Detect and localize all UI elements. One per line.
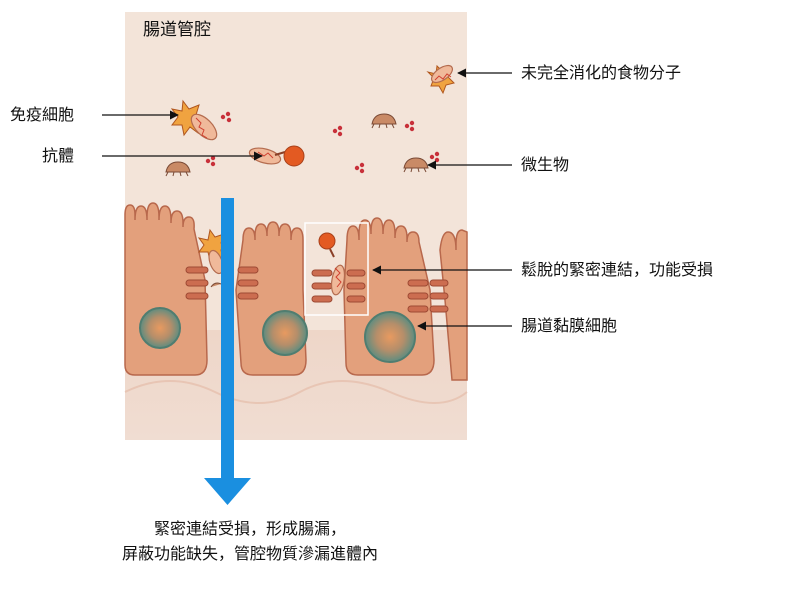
tissue-fold	[124, 380, 468, 404]
caption-line-2: 屏蔽功能缺失，管腔物質滲漏進體內	[121, 544, 378, 563]
microbe-3	[403, 157, 429, 169]
nucleus-1	[139, 307, 181, 349]
cell-1	[124, 202, 208, 376]
molecule-dots	[205, 111, 440, 174]
label-immune-cell: 免疫細胞	[10, 105, 75, 124]
leak-arrow	[204, 198, 251, 505]
label-undigested-food: 未完全消化的食物分子	[521, 63, 682, 82]
microbes	[165, 113, 429, 177]
nucleus-3	[364, 311, 416, 363]
tight-junctions	[185, 266, 449, 313]
label-loose-junction: 鬆脫的緊密連結，功能受損	[521, 260, 714, 279]
pointer-lines	[102, 68, 512, 331]
microbe-2	[165, 161, 191, 173]
loose-junction-highlight	[304, 222, 369, 316]
food-molecule	[426, 64, 455, 95]
nuclei	[139, 307, 416, 363]
microbe-1	[371, 113, 397, 125]
label-microbe: 微生物	[521, 155, 570, 174]
lumen-title: 腸道管腔	[143, 20, 211, 40]
caption-line-1: 緊密連結受損，形成腸漏，	[153, 519, 346, 538]
leaking-antibody	[318, 232, 346, 296]
label-antibody: 抗體	[42, 146, 75, 165]
nucleus-2	[262, 310, 308, 356]
cell-4	[439, 229, 468, 381]
label-mucosal-cell: 腸道黏膜細胞	[521, 316, 618, 335]
